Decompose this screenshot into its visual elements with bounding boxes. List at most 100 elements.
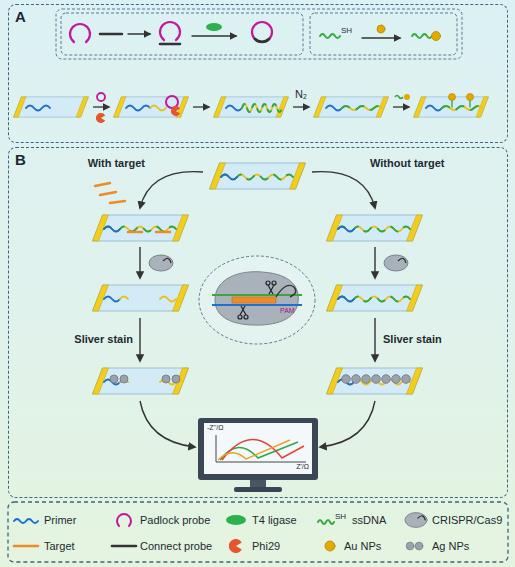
padlock-ligation-scheme (206, 23, 222, 31)
flow-arrow (320, 401, 375, 447)
electrode-slide (93, 285, 189, 311)
dna-strand (338, 297, 410, 302)
padlock-ligation-scheme (160, 43, 180, 46)
flow-arrow (140, 172, 203, 208)
legend-text: ssDNA (352, 514, 386, 527)
panel-letter: B (9, 148, 32, 171)
dna-strand (126, 106, 150, 111)
target-strand (110, 201, 125, 203)
dna-strand (128, 231, 170, 234)
monitor (216, 435, 306, 462)
dna-strand (104, 297, 120, 302)
branch-label: With target (88, 157, 145, 170)
electrode-slide (327, 215, 423, 241)
flow-arrow (140, 401, 195, 447)
electrode-slide (93, 368, 189, 394)
legend-sample (325, 541, 335, 551)
dna-strand (26, 96, 482, 112)
step-arrow (93, 106, 109, 107)
gold-probe-scheme (320, 25, 441, 41)
step-arrow (93, 106, 409, 107)
legend-sample (14, 513, 427, 553)
monitor (222, 439, 304, 460)
target-strand (95, 183, 110, 186)
cas9-inset (266, 281, 270, 285)
electrode-slide (93, 215, 189, 241)
gold-probe-scheme (432, 32, 441, 41)
electrode-slide (327, 285, 423, 311)
electrode-slide (314, 97, 389, 117)
monitor (216, 435, 217, 462)
silver-nanoparticle (172, 375, 180, 383)
dna-strand (221, 175, 293, 180)
cas9-inset (272, 281, 276, 285)
legend-text: T4 ligase (252, 514, 297, 527)
silver-nanoparticle (120, 375, 128, 383)
dna-strand (338, 297, 410, 302)
flow-arrow (140, 172, 375, 447)
step-reagent (97, 93, 105, 101)
thiol-label: SH (335, 512, 346, 521)
legend-sample (406, 542, 414, 550)
dna-strand (104, 227, 176, 232)
cas9-inset (276, 285, 296, 297)
dna-strand (442, 106, 482, 110)
target-strand (95, 183, 125, 203)
legend-sample (405, 513, 427, 528)
legend-sample (318, 520, 334, 524)
padlock-ligation-scheme (100, 33, 122, 36)
legend-sample (112, 545, 136, 548)
branch-label: Without target (370, 157, 444, 170)
cas9-inset (238, 315, 242, 319)
axis-label: -Z''/Ω (207, 424, 223, 432)
monitor (198, 418, 318, 480)
legend-sample (14, 519, 38, 523)
enzyme-and-particle (467, 94, 474, 101)
gold-probe-scheme (320, 34, 340, 38)
electrode-slide (214, 97, 289, 117)
legend-text: Phi29 (252, 540, 280, 553)
target-strand (100, 192, 116, 195)
inset-frame (56, 9, 462, 59)
silver-nanoparticle (362, 375, 371, 384)
dna-strand (226, 106, 242, 111)
electrode-slide (114, 97, 189, 117)
inset-frame (61, 13, 303, 55)
monitor (216, 462, 306, 463)
cas9-enzyme (384, 255, 408, 271)
electrode-slide (14, 97, 89, 117)
dna-strand (26, 106, 50, 111)
padlock-ligation-scheme (255, 39, 269, 42)
silver-nanoparticle (110, 375, 118, 383)
legend-sample (415, 542, 423, 550)
gold-probe-scheme (377, 25, 385, 33)
panel-b: B (8, 147, 508, 498)
step-arrow (193, 106, 209, 107)
cas9-inset (215, 272, 298, 325)
silver-nanoparticle (352, 375, 361, 384)
dna-strand (160, 297, 176, 302)
flow-arrow (374, 318, 375, 361)
dna-strand (338, 227, 410, 232)
legend-text: Au NPs (344, 540, 381, 553)
electrode-slide (93, 163, 423, 394)
nitrogen-label: N₂ (295, 88, 307, 101)
step-reagent (96, 113, 105, 123)
legend-sample (117, 514, 131, 526)
legend-text: CRISPR/Cas9 (432, 514, 502, 527)
cas9-inset (212, 294, 302, 296)
dna-strand (104, 227, 176, 232)
legend-sample (229, 539, 242, 553)
step-label: Sliver stain (383, 333, 442, 346)
gold-probe-scheme (362, 37, 400, 38)
cas9-inset (268, 285, 274, 294)
dna-strand (221, 175, 237, 180)
silver-nanoparticle (382, 375, 391, 384)
silver-nanoparticle (372, 375, 381, 384)
legend-sample (226, 515, 246, 525)
enzyme-and-particle (171, 94, 474, 117)
gold-probe-scheme (412, 34, 432, 38)
dna-strand (242, 104, 282, 112)
inset-frame (310, 13, 457, 55)
